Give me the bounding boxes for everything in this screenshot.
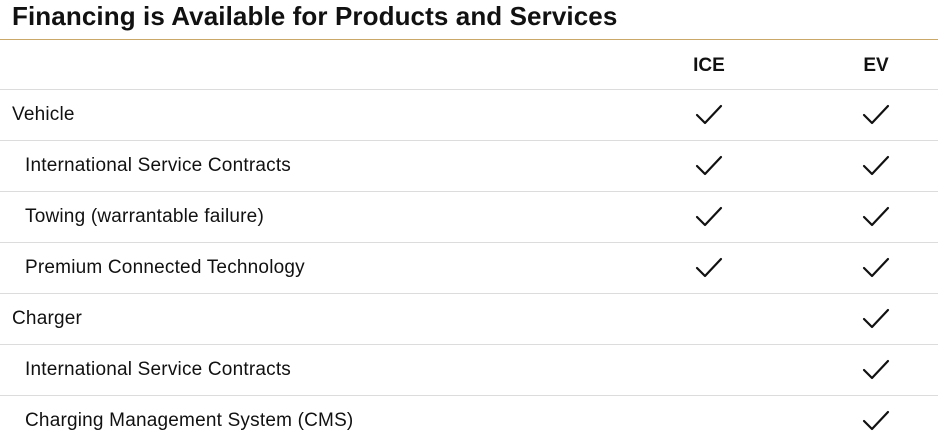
table-row: Towing (warrantable failure) <box>0 192 938 243</box>
table-row: Charging Management System (CMS) <box>0 396 938 446</box>
row-label: Vehicle <box>12 104 75 125</box>
check-icon <box>695 256 723 280</box>
check-icon <box>862 256 890 280</box>
column-header-ev: EV <box>863 55 889 76</box>
row-label: Towing (warrantable failure) <box>25 206 264 227</box>
row-label: International Service Contracts <box>25 359 291 380</box>
table-row: Charger <box>0 294 938 345</box>
title-divider <box>0 39 938 40</box>
table-row: Premium Connected Technology <box>0 243 938 294</box>
row-label: International Service Contracts <box>25 155 291 176</box>
column-header-ice: ICE <box>693 55 725 76</box>
check-icon <box>862 154 890 178</box>
check-icon <box>862 409 890 433</box>
check-icon <box>695 103 723 127</box>
table-row: International Service Contracts <box>0 345 938 396</box>
check-icon <box>695 205 723 229</box>
check-icon <box>862 358 890 382</box>
check-icon <box>695 154 723 178</box>
check-icon <box>862 103 890 127</box>
row-label: Charging Management System (CMS) <box>25 410 354 431</box>
check-icon <box>862 307 890 331</box>
table-row: International Service Contracts <box>0 141 938 192</box>
table-row: Vehicle <box>0 90 938 141</box>
page-title: Financing is Available for Products and … <box>12 1 618 31</box>
check-icon <box>862 205 890 229</box>
row-label: Premium Connected Technology <box>25 257 305 278</box>
table-header-row: ICE EV <box>0 40 938 90</box>
row-label: Charger <box>12 308 83 329</box>
